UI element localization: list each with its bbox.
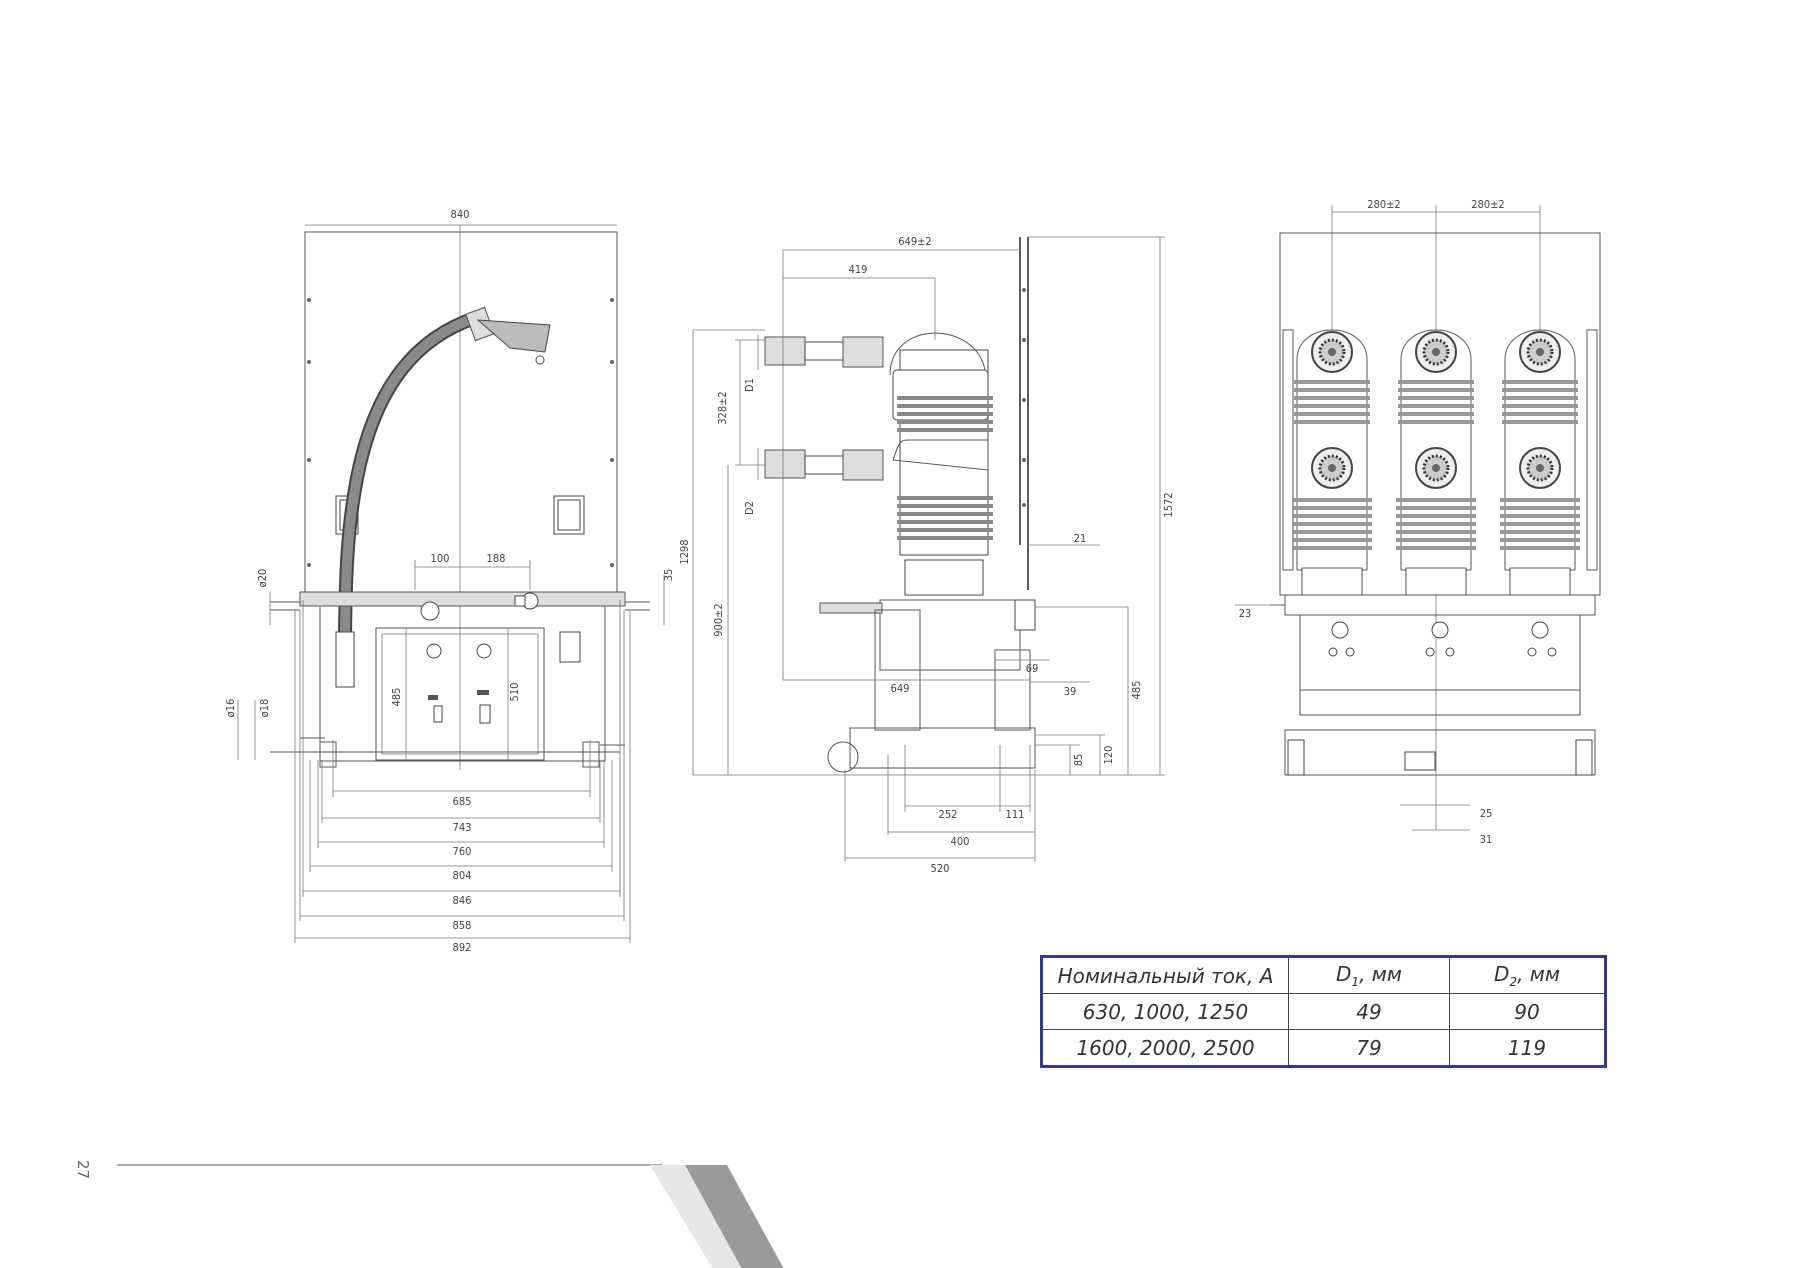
dim-111: 111 [1006,808,1025,821]
dim-d18: ø18 [258,699,271,718]
footer-line [117,1164,662,1166]
dim-760: 760 [453,845,472,858]
cell-d1: 79 [1288,1029,1450,1067]
dim-35: 35 [662,569,675,582]
pole-base [1301,567,1363,596]
dim-328pm: 328±2 [716,391,729,424]
dim-85: 85 [1072,754,1085,767]
header-d1: D1, мм [1288,956,1450,994]
rear-view: 280±2 280±2 23 25 31 [1235,198,1601,846]
table-header-row: Номинальный ток, А D1, мм D2, мм [1041,956,1606,994]
dim-252: 252 [939,808,958,821]
terminal-center [1328,348,1336,356]
header-d2: D2, мм [1449,956,1606,994]
dim-69: 69 [1026,662,1039,675]
dim-25: 25 [1480,807,1493,820]
dim-188: 188 [487,552,506,565]
terminal-center [1536,348,1544,356]
dim-d16: ø16 [224,699,237,718]
dim-d20: ø20 [256,569,269,588]
table-row: 1600, 2000, 2500 79 119 [1041,1029,1606,1067]
dim-21: 21 [1074,532,1087,545]
dim-510: 510 [508,683,521,702]
dim-280b: 280±2 [1471,198,1504,211]
terminal-center [1328,464,1336,472]
page-number: 27 [74,1160,92,1180]
dim-1572: 1572 [1162,492,1175,517]
cell-d2: 90 [1449,993,1606,1030]
dim-485: 485 [390,688,403,707]
dim-892: 892 [453,941,472,954]
dim-685: 685 [453,795,472,808]
dim-649pm: 649±2 [898,235,931,248]
dim-width-top: 840 [451,208,470,221]
dim-23: 23 [1239,607,1252,620]
dim-31: 31 [1480,833,1493,846]
pole-base [1405,567,1467,596]
front-view: 840 100 188 ø20 35 ø16 ø18 485 510 [224,208,675,954]
dim-39: 39 [1064,685,1077,698]
cell-current: 1600, 2000, 2500 [1041,1029,1289,1067]
dim-858: 858 [453,919,472,932]
header-current: Номинальный ток, А [1041,956,1289,994]
cell-d1: 49 [1288,993,1450,1030]
dim-804: 804 [453,869,472,882]
dim-419: 419 [849,263,868,276]
dim-1298: 1298 [678,539,691,564]
side-view: 649±2 419 328±2 D1 D2 1298 900±2 1572 21… [678,235,1175,875]
current-dimensions-table: Номинальный ток, А D1, мм D2, мм 630, 10… [1040,955,1607,1068]
dim-280a: 280±2 [1367,198,1400,211]
dim-900pm: 900±2 [712,603,725,636]
terminal-center [1432,464,1440,472]
dim-743: 743 [453,821,472,834]
terminal-center [1432,348,1440,356]
dim-520: 520 [931,862,950,875]
dim-400: 400 [951,835,970,848]
dim-846: 846 [453,894,472,907]
label-d1: D1 [743,378,756,392]
table-row: 630, 1000, 1250 49 90 [1041,993,1606,1030]
cell-current: 630, 1000, 1250 [1041,993,1289,1030]
dim-649: 649 [891,682,910,695]
terminal-center [1536,464,1544,472]
dim-120: 120 [1102,746,1115,765]
cell-d2: 119 [1449,1029,1606,1067]
pole-base [1509,567,1571,596]
dim-485-side: 485 [1130,681,1143,700]
dim-100: 100 [431,552,450,565]
label-d2: D2 [743,501,756,515]
